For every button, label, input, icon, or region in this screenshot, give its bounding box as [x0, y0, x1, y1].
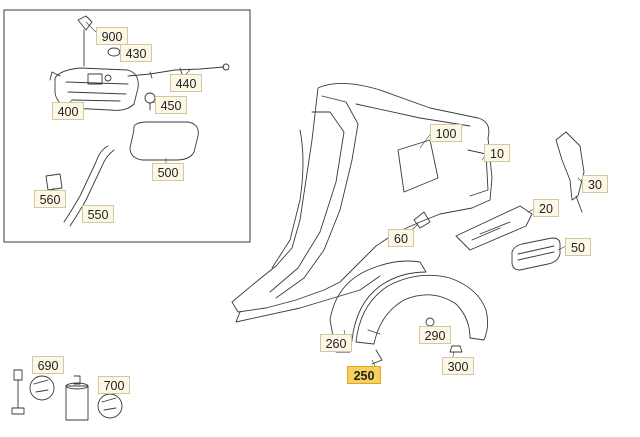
- bracket-30: [555, 131, 585, 213]
- clip-290: [425, 317, 435, 327]
- leader-lines: [51, 21, 585, 369]
- clip-300: [449, 345, 463, 353]
- part-label-700[interactable]: 700: [98, 376, 130, 394]
- part-label-10[interactable]: 10: [484, 144, 510, 162]
- part-label-290[interactable]: 290: [419, 326, 451, 344]
- part-label-690[interactable]: 690: [32, 356, 64, 374]
- reflector-50: [511, 237, 561, 271]
- part-label-440[interactable]: 440: [170, 74, 202, 92]
- part-label-550[interactable]: 550: [82, 205, 114, 223]
- part-label-100[interactable]: 100: [430, 124, 462, 142]
- part-label-60[interactable]: 60: [388, 229, 414, 247]
- part-label-50[interactable]: 50: [565, 238, 591, 256]
- part-label-560[interactable]: 560: [34, 190, 66, 208]
- can-700: [65, 375, 123, 421]
- part-label-260[interactable]: 260: [320, 334, 352, 352]
- cable-440: [127, 66, 225, 77]
- part-label-500[interactable]: 500: [152, 163, 184, 181]
- part-label-20[interactable]: 20: [533, 199, 559, 217]
- part-label-30[interactable]: 30: [582, 175, 608, 193]
- part-label-450[interactable]: 450: [155, 96, 187, 114]
- part-label-400[interactable]: 400: [52, 102, 84, 120]
- fuel-door-500: [129, 121, 199, 161]
- part-label-430[interactable]: 430: [120, 44, 152, 62]
- bolt-690: [11, 369, 55, 415]
- wheel-arch-250: [355, 274, 489, 345]
- inset-frame: [3, 9, 251, 243]
- quarter-panel: [231, 83, 493, 323]
- wheel-liner-260: [329, 260, 427, 353]
- part-label-300[interactable]: 300: [442, 357, 474, 375]
- part-label-900[interactable]: 900: [96, 27, 128, 45]
- hose-550: [63, 145, 115, 227]
- part-label-250-highlighted[interactable]: 250: [347, 366, 381, 384]
- bracket-60: [413, 211, 431, 229]
- clamp-560: [45, 173, 63, 191]
- clip-900: [77, 15, 93, 31]
- screw-450: [144, 92, 156, 111]
- panel-20: [455, 205, 533, 251]
